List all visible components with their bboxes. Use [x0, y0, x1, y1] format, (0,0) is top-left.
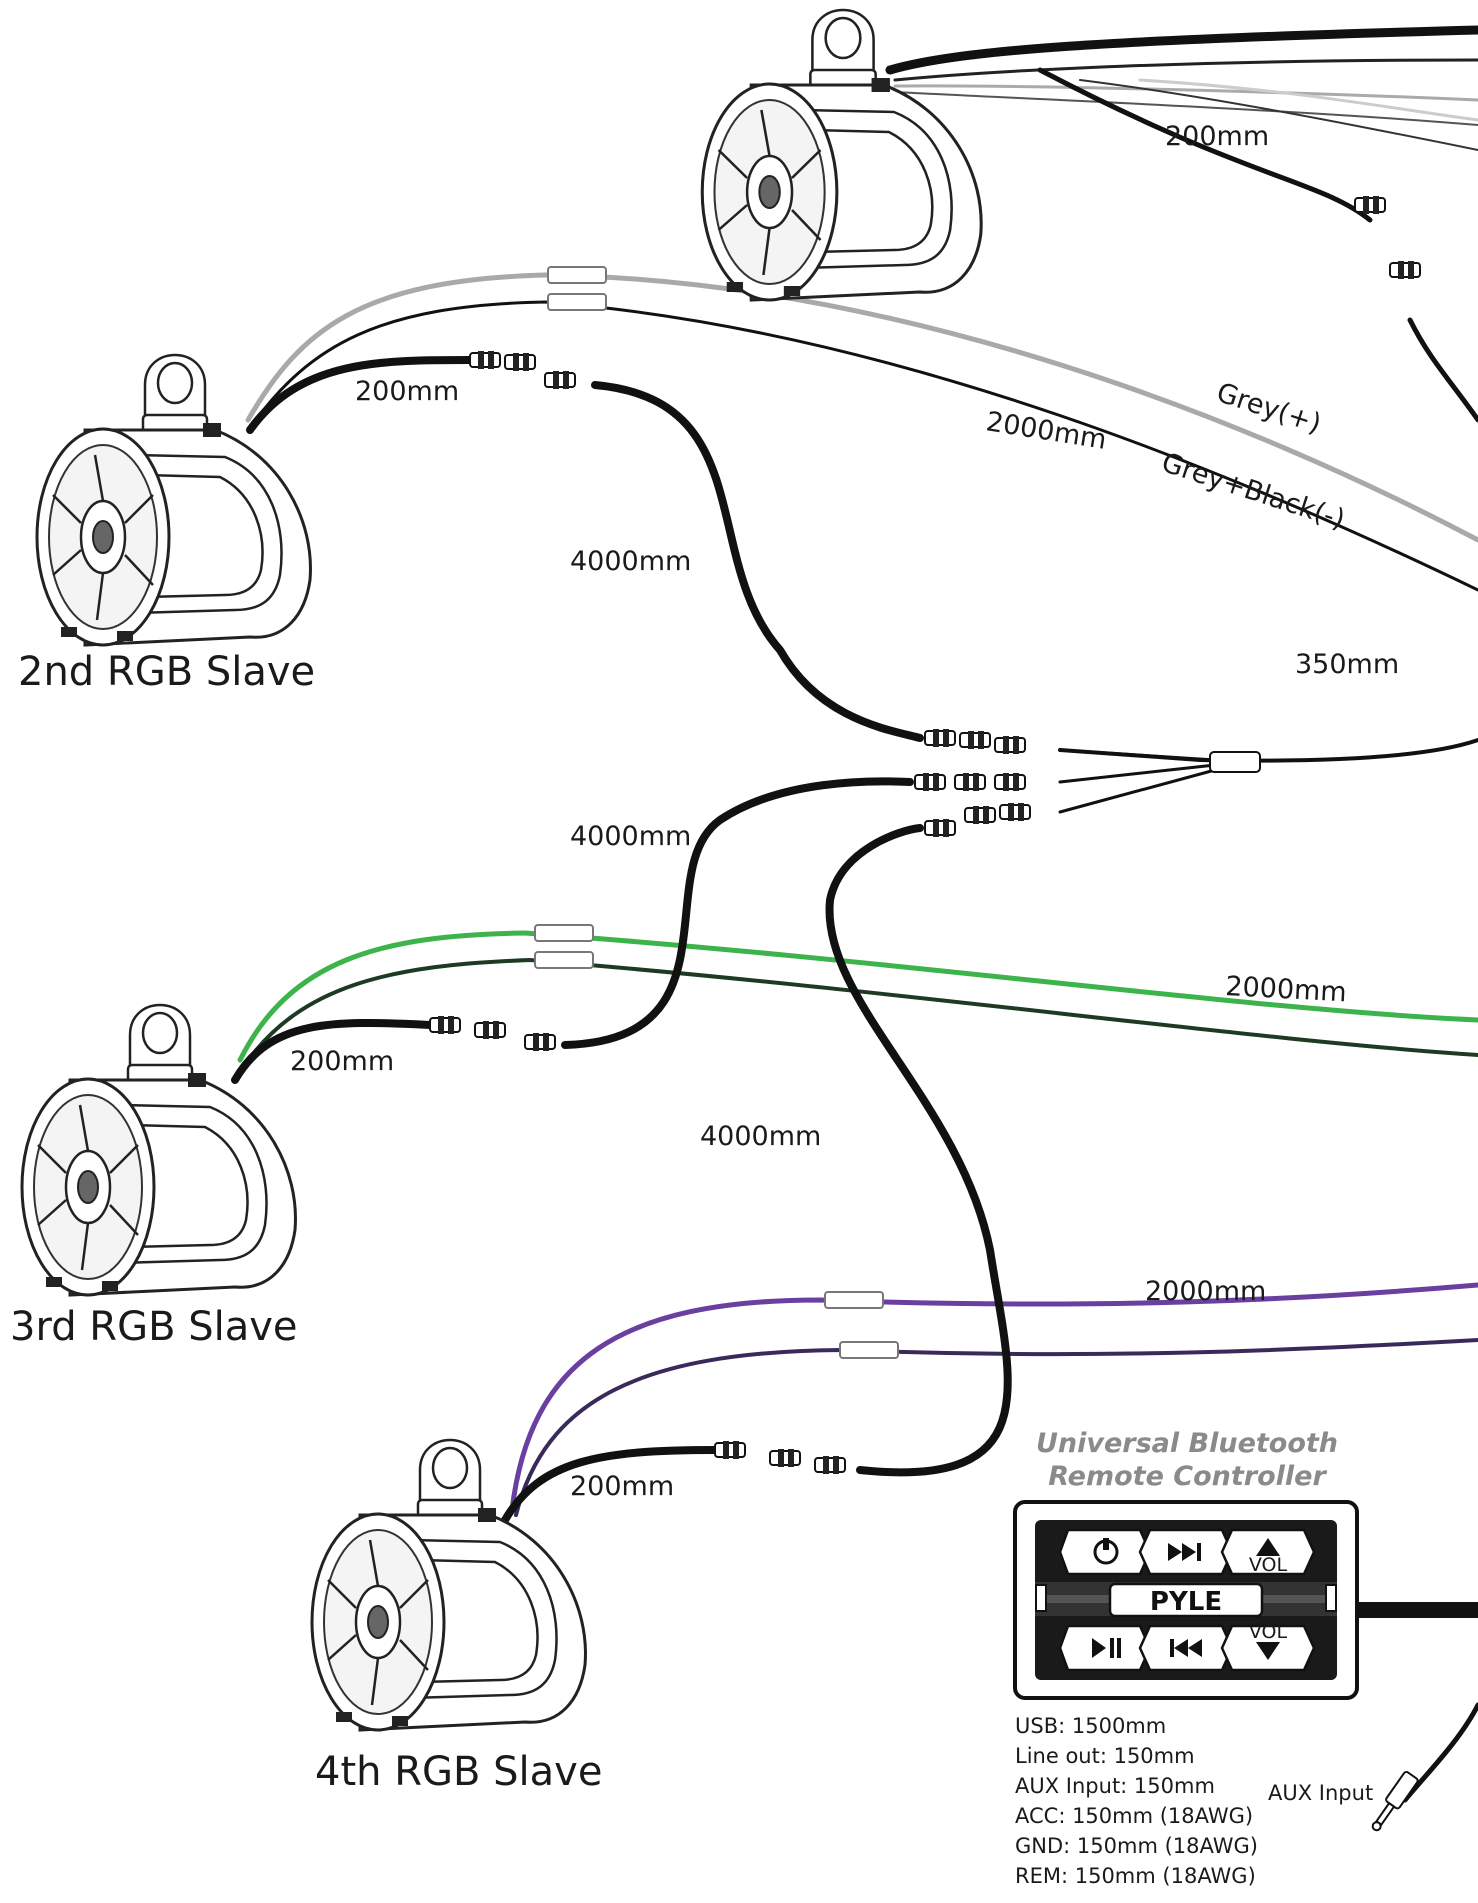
spec-aux-input: AUX Input: 150mm	[1015, 1774, 1215, 1798]
master-wire-1	[893, 58, 1478, 82]
slave2-ext-length: 4000mm	[570, 546, 691, 577]
slave2-label: 2nd RGB Slave	[18, 649, 315, 695]
grey-positive-label: Grey(+)	[1213, 377, 1325, 440]
grey-negative-label: Grey+Black(-)	[1158, 447, 1349, 535]
master-wire-3	[894, 91, 1478, 126]
slave4-lead-cable	[501, 1446, 719, 1524]
slave3-speaker	[20, 1003, 297, 1297]
slave2-ext-cable	[591, 381, 924, 742]
splitter-length: 350mm	[1295, 649, 1399, 680]
dark-green-wire	[242, 958, 1478, 1068]
grey-positive-wire	[245, 272, 1478, 543]
spec-rem: REM: 150mm (18AWG)	[1015, 1864, 1256, 1888]
connectors	[429, 195, 1421, 1475]
cables	[231, 25, 1478, 1803]
green-fuse-1	[534, 924, 594, 942]
slave3-ext-length: 4000mm	[570, 821, 691, 852]
spec-gnd: GND: 150mm (18AWG)	[1015, 1834, 1258, 1858]
spec-line-out: Line out: 150mm	[1015, 1744, 1195, 1768]
aux-cable	[1402, 1702, 1478, 1803]
vol-up-text: VOL	[1249, 1554, 1288, 1576]
slave2-speaker	[35, 353, 312, 647]
controller-specs: USB: 1500mm Line out: 150mm AUX Input: 1…	[1015, 1714, 1258, 1888]
fast-forward-icon	[1168, 1543, 1196, 1561]
slave3-label: 3rd RGB Slave	[10, 1304, 298, 1350]
slave3-wire-length: 2000mm	[1225, 971, 1348, 1008]
slave3-lead-cable	[231, 1019, 434, 1084]
slave4-speaker	[310, 1438, 587, 1732]
rewind-icon	[1174, 1639, 1202, 1657]
grey-fuse-1	[547, 266, 607, 284]
slave4-wire-length: 2000mm	[1145, 1276, 1266, 1307]
slave2-lead-length: 200mm	[355, 376, 459, 407]
slave4-label: 4th RGB Slave	[315, 1749, 602, 1795]
volume-up-icon	[1256, 1538, 1280, 1556]
master-lead	[1037, 67, 1373, 223]
purple-fuse-2	[839, 1341, 899, 1359]
splitter-main-cable	[1058, 738, 1478, 763]
splitter-junction	[1209, 751, 1261, 773]
power-mode-button[interactable]	[1058, 1528, 1152, 1576]
aux-input-label: AUX Input	[1268, 1781, 1373, 1805]
green-wire	[237, 930, 1478, 1063]
slave3-lead-length: 200mm	[290, 1046, 394, 1077]
slave4-ext-length: 4000mm	[700, 1121, 821, 1152]
slave2-lead-cable	[246, 356, 474, 434]
brand-plate	[1108, 1582, 1264, 1618]
purple-fuse-1	[824, 1291, 884, 1309]
remote-controller: Universal Bluetooth Remote Controller VO…	[1013, 1428, 1419, 1888]
green-fuse-2	[534, 951, 594, 969]
master-wire-2	[893, 84, 1478, 102]
inline-holders	[534, 266, 899, 1359]
slave4-lead-length: 200mm	[570, 1471, 674, 1502]
vol-down-text: VOL	[1249, 1621, 1288, 1643]
master-wire-5	[1079, 79, 1478, 151]
brand-text: PYLE	[1150, 1587, 1222, 1617]
master-lead-down	[1407, 317, 1478, 423]
grey-fuse-2	[547, 293, 607, 311]
grey-negative-wire	[250, 300, 1478, 592]
aux-jack-icon	[1371, 1771, 1419, 1832]
controller-title-2: Remote Controller	[1048, 1461, 1327, 1492]
spec-usb: USB: 1500mm	[1015, 1714, 1166, 1738]
controller-title-1: Universal Bluetooth	[1036, 1428, 1338, 1459]
slave4-ext-cable	[825, 824, 1012, 1477]
play-pause-icon	[1092, 1638, 1106, 1658]
master-wire-4	[1138, 78, 1478, 122]
master-lead-length: 200mm	[1165, 121, 1269, 152]
master-harness-cable	[885, 25, 1478, 75]
master-speaker	[700, 8, 983, 302]
volume-down-icon	[1256, 1642, 1280, 1660]
slave3-ext-cable	[561, 777, 914, 1049]
slave2-wire-length: 2000mm	[984, 406, 1109, 456]
spec-acc: ACC: 150mm (18AWG)	[1015, 1804, 1253, 1828]
